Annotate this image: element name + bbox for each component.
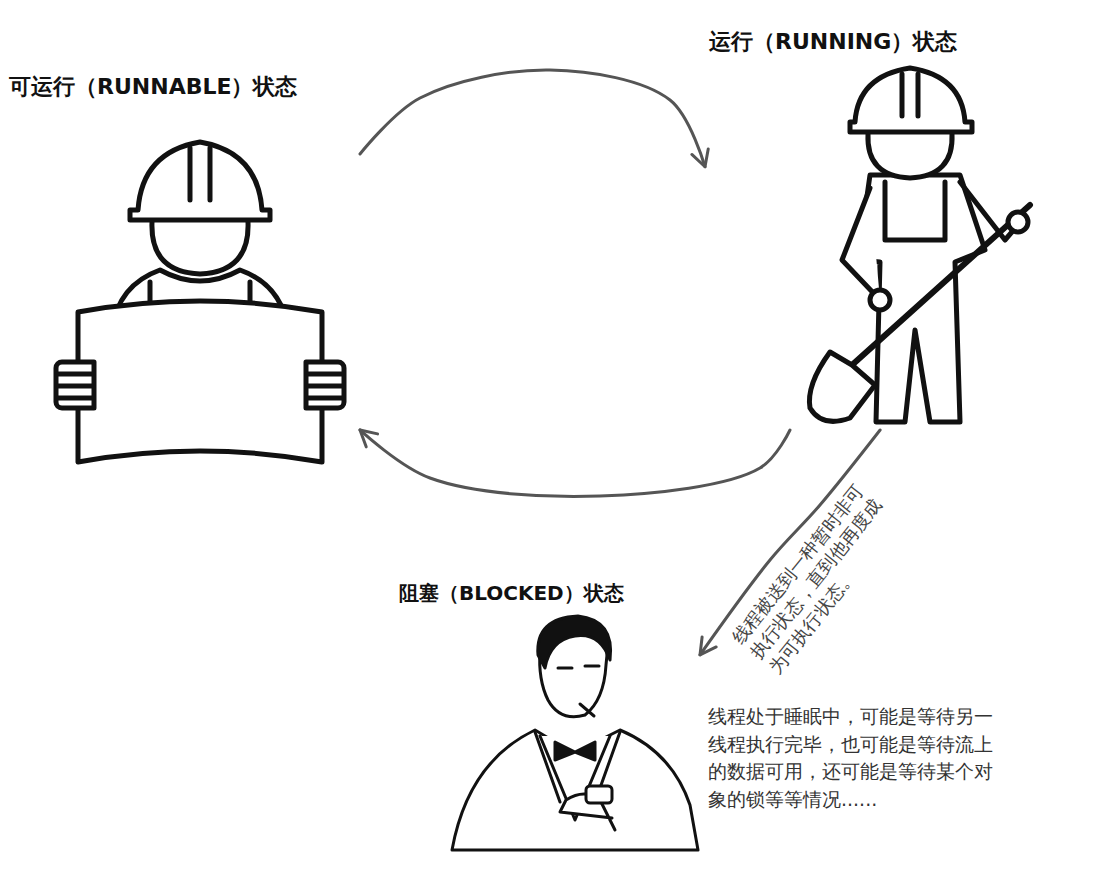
arrow-head xyxy=(360,430,378,447)
bow-tie xyxy=(555,742,595,760)
state-node: 可运行（RUNNABLE）状态 xyxy=(5,70,360,490)
transition-line xyxy=(360,430,790,496)
shovel-blade xyxy=(809,352,875,421)
tuxedo-jacket xyxy=(452,730,698,850)
waiting-man xyxy=(452,616,698,850)
reading-worker xyxy=(56,142,344,462)
transition-arrow xyxy=(360,430,790,496)
blueprint-paper xyxy=(78,301,322,462)
jacket-lapel xyxy=(535,732,620,802)
state-heading: 可运行（RUNNABLE）状态 xyxy=(5,70,301,104)
note-text: 线程处于睡眠中，可能是等待另一 线程执行完毕，也可能是等待流上 的数据可用，还可… xyxy=(708,703,1008,813)
hat-ridge xyxy=(190,148,210,200)
state-node: 运行（RUNNING）状态 xyxy=(705,25,1045,430)
overalls-bib xyxy=(885,182,945,240)
worker-hand xyxy=(56,362,94,408)
worker-hand xyxy=(870,290,890,310)
hard-hat xyxy=(850,68,972,132)
worker-face xyxy=(868,134,952,178)
arrow-head xyxy=(692,149,708,167)
worker-face xyxy=(152,222,248,274)
transition-label: 线程被送到一种暂时非可 执行状态，直到他再度成 为可执行状态。 xyxy=(727,466,916,678)
eyebrows xyxy=(558,666,599,668)
hard-hat xyxy=(130,142,270,220)
state-heading: 阻塞（BLOCKED）状态 xyxy=(395,578,628,609)
hair xyxy=(538,616,611,668)
shovel-handle xyxy=(852,205,1030,365)
transition-line xyxy=(360,70,705,167)
hat-ridge xyxy=(902,74,918,116)
state-node: 阻塞（BLOCKED）状态 xyxy=(395,578,700,868)
wrist-watch xyxy=(586,786,612,803)
transition-arrow xyxy=(360,70,708,167)
worker-hand xyxy=(306,362,344,408)
arrow-head xyxy=(700,637,716,655)
digging-worker xyxy=(809,68,1030,422)
worker-hand xyxy=(1008,212,1028,232)
cigarette xyxy=(580,704,594,716)
state-heading: 运行（RUNNING）状态 xyxy=(705,25,961,59)
